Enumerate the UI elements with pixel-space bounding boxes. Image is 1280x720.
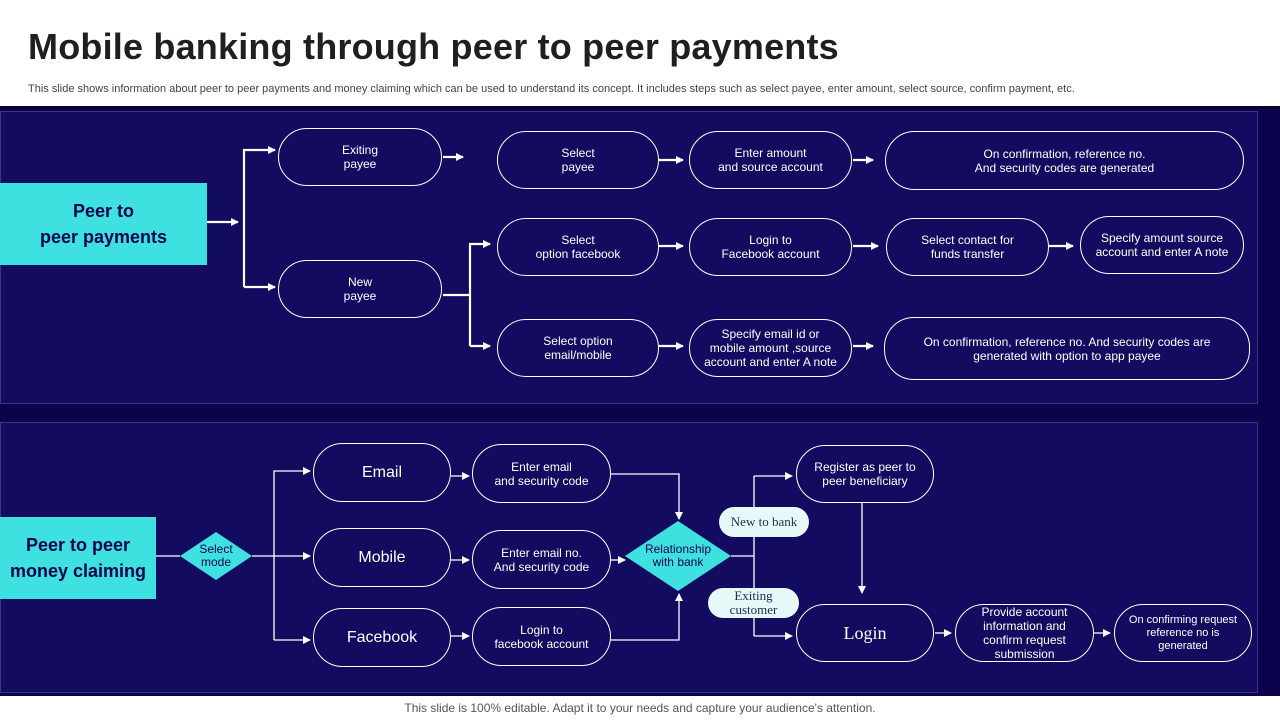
node-enter-email-no: Enter email no. And security code bbox=[472, 530, 611, 589]
badge-new-to-bank: New to bank bbox=[719, 507, 809, 537]
node-existing-payee: Exiting payee bbox=[278, 128, 442, 186]
node-confirming-request: On confirming request reference no is ge… bbox=[1114, 604, 1252, 662]
node-specify-amount: Specify amount source account and enter … bbox=[1080, 216, 1244, 274]
node-mobile: Mobile bbox=[313, 528, 451, 587]
category-peer-payments: Peer to peer payments bbox=[0, 183, 207, 265]
node-select-email-mobile: Select option email/mobile bbox=[497, 319, 659, 377]
connector bbox=[273, 467, 311, 640]
node-register-beneficiary: Register as peer to peer beneficiary bbox=[796, 445, 934, 503]
badge-existing-customer: Exiting customer bbox=[708, 588, 799, 618]
connector bbox=[611, 473, 683, 520]
node-login-facebook: Login to Facebook account bbox=[689, 218, 852, 276]
select-mode-diamond bbox=[180, 532, 252, 580]
node-login-facebook-claim: Login to facebook account bbox=[472, 607, 611, 666]
node-confirmation-existing: On confirmation, reference no. And secur… bbox=[885, 131, 1244, 190]
node-select-facebook: Select option facebook bbox=[497, 218, 659, 276]
node-select-payee: Select payee bbox=[497, 131, 659, 189]
node-login: Login bbox=[796, 604, 934, 662]
page-subtitle: This slide shows information about peer … bbox=[28, 83, 1075, 95]
divider bbox=[0, 106, 1280, 109]
node-enter-email: Enter email and security code bbox=[472, 444, 611, 503]
category-money-claiming: Peer to peer money claiming bbox=[0, 517, 156, 599]
connector bbox=[242, 146, 276, 287]
connector bbox=[611, 593, 683, 641]
node-new-payee: New payee bbox=[278, 260, 442, 318]
connector bbox=[468, 240, 491, 346]
node-enter-amount: Enter amount and source account bbox=[689, 131, 852, 189]
node-confirmation-new: On confirmation, reference no. And secur… bbox=[884, 317, 1250, 380]
select-mode-label: Select mode bbox=[199, 542, 233, 569]
node-provide-info: Provide account information and confirm … bbox=[955, 604, 1094, 662]
node-email: Email bbox=[313, 443, 451, 502]
node-facebook: Facebook bbox=[313, 608, 451, 667]
relationship-diamond bbox=[625, 521, 731, 591]
page-title: Mobile banking through peer to peer paym… bbox=[28, 26, 839, 67]
node-specify-email: Specify email id or mobile amount ,sourc… bbox=[689, 319, 852, 377]
node-select-contact: Select contact for funds transfer bbox=[886, 218, 1049, 276]
footer-note: This slide is 100% editable. Adapt it to… bbox=[404, 701, 876, 715]
relationship-label: Relationship with bank bbox=[644, 542, 712, 569]
